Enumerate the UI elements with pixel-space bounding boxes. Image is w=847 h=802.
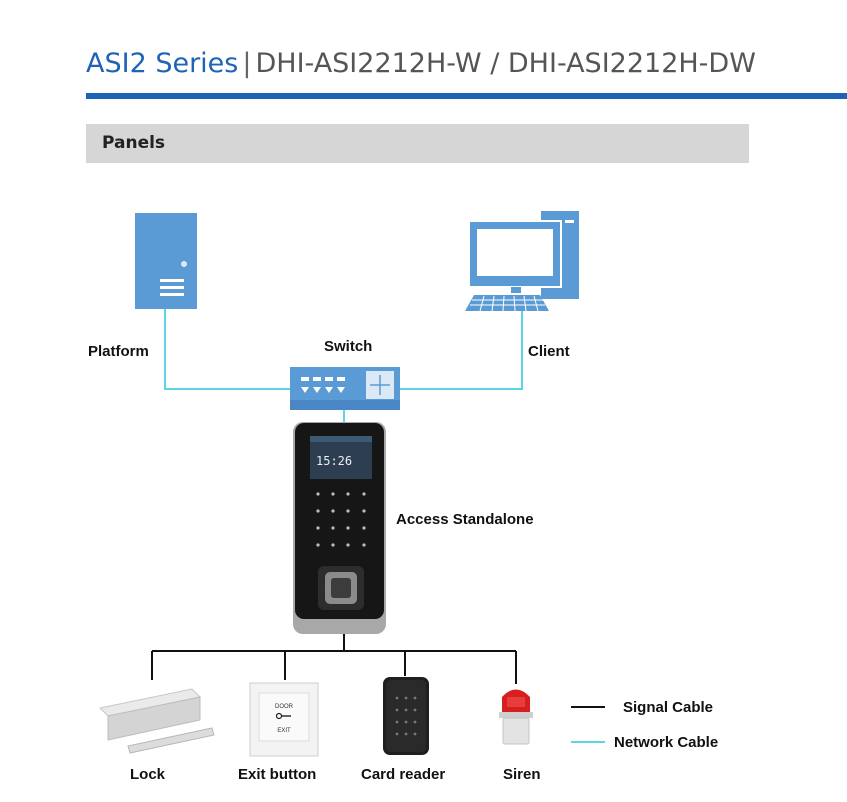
platform-label: Platform [88, 343, 149, 360]
siren-label: Siren [503, 766, 541, 783]
card-reader-icon [383, 677, 429, 755]
access-standalone-label: Access Standalone [396, 511, 534, 528]
lock-label: Lock [130, 766, 166, 783]
terminal-screen-time: 15:26 [316, 454, 352, 468]
series-title: ASI2 Series [86, 48, 239, 79]
switch-label: Switch [324, 338, 373, 355]
desktop-computer-icon [465, 211, 579, 312]
network-cable-legend-label: Network Cable [614, 734, 719, 751]
platform-to-switch-cable [164, 308, 290, 390]
title-separator: | [242, 48, 252, 79]
section-title: Panels [102, 133, 166, 153]
client-label: Client [528, 343, 570, 360]
page-header: ASI2 Series|DHI-ASI2212H-W / DHI-ASI2212… [86, 44, 756, 84]
access-terminal-icon: 15:26 [293, 422, 386, 634]
exit-button-icon: DOOR EXIT [249, 682, 319, 757]
network-switch-icon [290, 367, 400, 410]
siren-icon [499, 689, 533, 745]
exit-button-label: Exit button [238, 766, 317, 783]
exit-plate-bottom-text: EXIT [277, 728, 291, 734]
card-reader-label: Card reader [361, 766, 446, 783]
exit-plate-top-text: DOOR [275, 704, 294, 710]
section-bar: Panels [86, 124, 749, 163]
server-icon [135, 213, 197, 309]
model-title: DHI-ASI2212H-W / DHI-ASI2212H-DW [255, 48, 756, 79]
client-to-switch-cable [400, 308, 523, 390]
signal-cable-legend-label: Signal Cable [623, 699, 714, 716]
network-cables [164, 308, 523, 422]
magnetic-lock-icon [98, 688, 215, 754]
signal-cables [151, 634, 517, 684]
header-rule [86, 93, 847, 99]
